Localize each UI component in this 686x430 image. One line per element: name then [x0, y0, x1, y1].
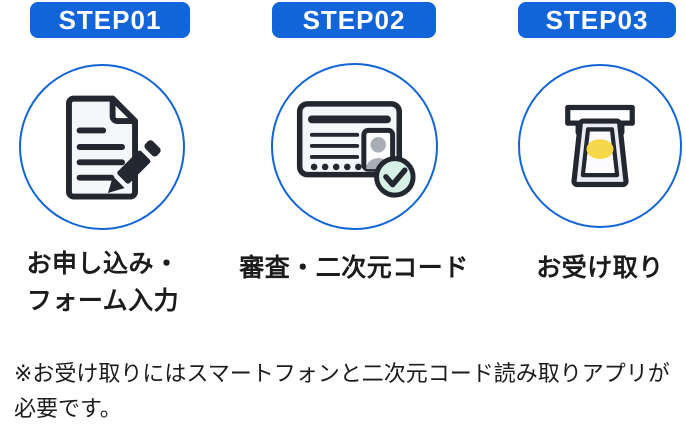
- id-card-check-icon: [293, 95, 417, 199]
- step1-icon-circle: [19, 64, 185, 230]
- step3-icon-circle: [518, 64, 682, 228]
- step2-badge: STEP02: [272, 2, 436, 38]
- step3-badge: STEP03: [518, 2, 676, 38]
- atm-card-slot-icon: [548, 94, 652, 198]
- step1-badge-label: STEP01: [58, 4, 162, 35]
- step3-badge-label: STEP03: [545, 4, 649, 35]
- step2-caption: 審査・二次元コード: [239, 254, 469, 282]
- step2-badge-label: STEP02: [302, 4, 406, 35]
- step1-badge: STEP01: [30, 2, 190, 38]
- footnote: ※お受け取りにはスマートフォンと二次元コード読み取りアプリが 必要です。: [14, 361, 670, 421]
- step3-caption: お受け取り: [536, 254, 664, 282]
- step2-icon-circle: [271, 63, 438, 230]
- document-pencil-icon: [43, 88, 161, 206]
- step1-caption: お申し込み・ フォーム入力: [26, 250, 180, 315]
